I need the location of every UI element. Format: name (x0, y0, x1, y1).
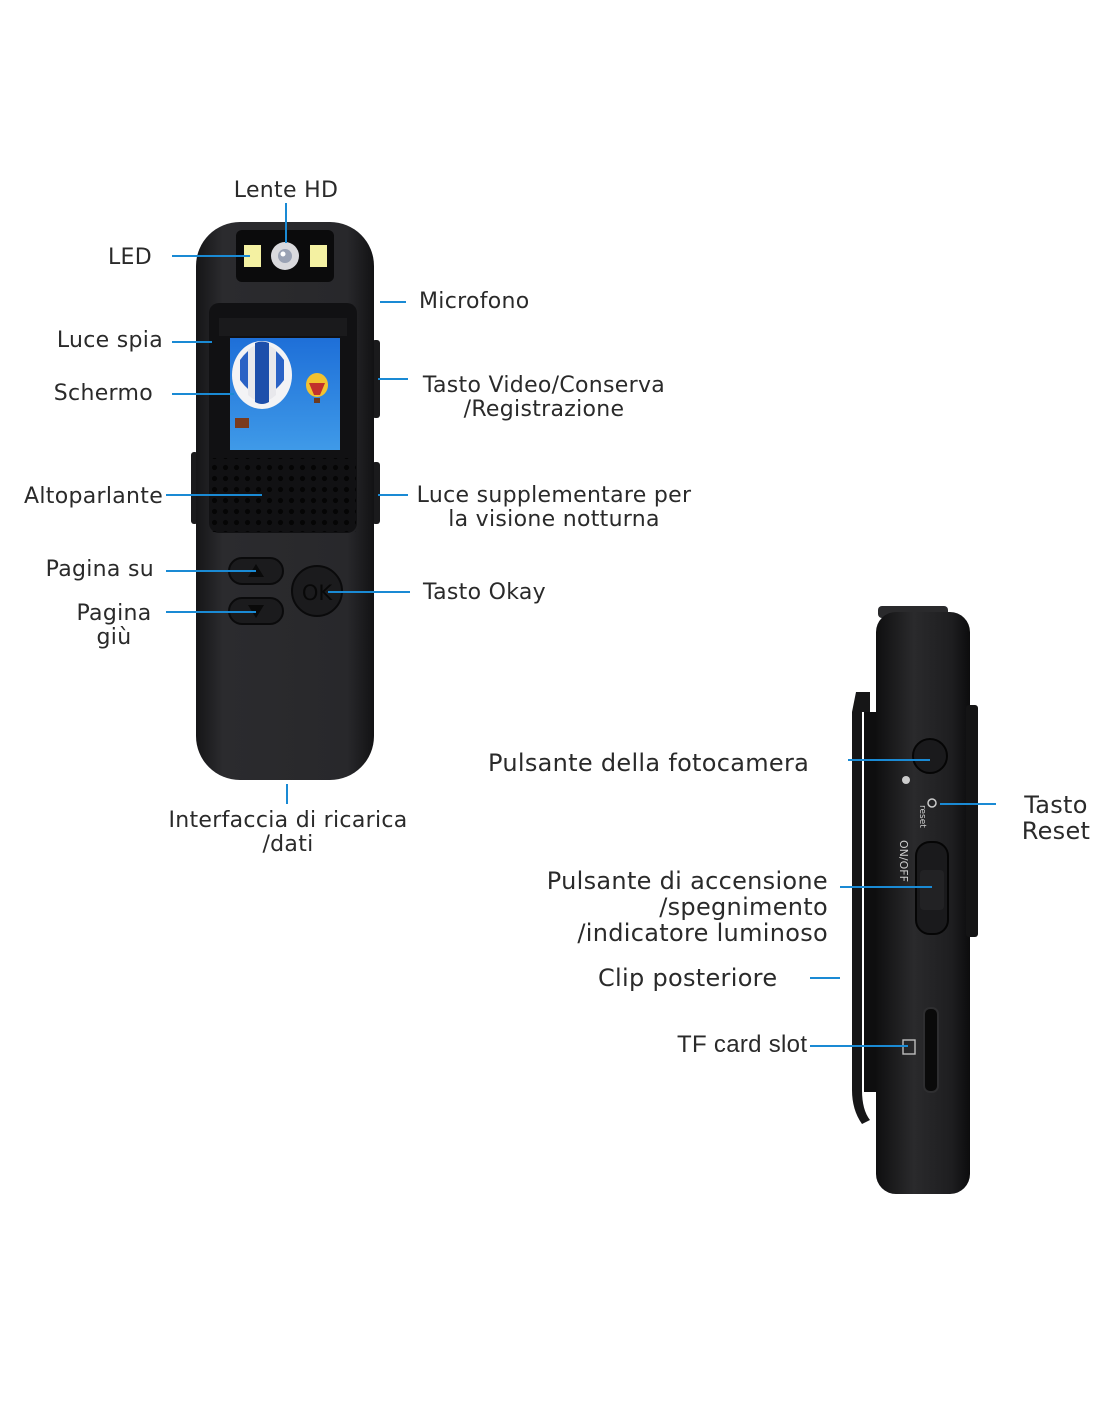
label-microphone: Microfono (419, 289, 530, 314)
label-page-down-line1: Pagina (76, 601, 152, 626)
label-tf-slot: TF card slot (677, 1031, 808, 1058)
label-charge: Interfaccia di ricarica /dati (150, 809, 426, 857)
back-clip (852, 692, 870, 1124)
side-rear-button (966, 705, 978, 937)
reset-side-text: reset (917, 805, 927, 828)
label-charge-line2: /dati (262, 832, 314, 857)
label-reset-line1: Tasto (1024, 791, 1088, 819)
tf-card-slot (923, 1007, 939, 1093)
label-speaker: Altoparlante (24, 484, 164, 509)
led-left (244, 245, 261, 267)
label-video-key-line2: /Registrazione (463, 397, 625, 422)
label-night-light: Luce supplementare per la visione nottur… (410, 484, 698, 532)
label-power-line3: /indicatore luminoso (577, 919, 828, 947)
label-page-down-line2: giù (96, 625, 132, 650)
label-reset: Tasto Reset (1012, 792, 1100, 844)
label-power: Pulsante di accensione /spegnimento /ind… (480, 868, 828, 946)
label-power-line2: /spegnimento (659, 893, 828, 921)
label-screen: Schermo (53, 381, 153, 406)
label-ok-key: Tasto Okay (423, 580, 546, 605)
label-charge-line1: Interfaccia di ricarica (168, 808, 408, 833)
label-page-down: Pagina giù (60, 602, 168, 650)
label-night-light-line2: la visione notturna (448, 507, 660, 532)
label-indicator: Luce spia (56, 328, 163, 353)
label-led: LED (108, 245, 152, 270)
camera-button (912, 738, 948, 774)
label-video-key-line1: Tasto Video/Conserva (422, 373, 666, 398)
label-page-up: Pagina su (45, 557, 154, 582)
label-camera-button: Pulsante della fotocamera (488, 749, 810, 777)
label-clip: Clip posteriore (598, 964, 778, 992)
label-power-line1: Pulsante di accensione (546, 867, 828, 895)
switch-side-text: ON/OFF (897, 840, 910, 882)
reset-hole (927, 798, 937, 808)
led-right (310, 245, 327, 267)
label-night-light-line1: Luce supplementare per (416, 483, 692, 508)
label-video-key: Tasto Video/Conserva /Registrazione (412, 374, 676, 422)
label-reset-line2: Reset (1021, 817, 1091, 845)
label-lens: Lente HD (233, 178, 339, 203)
